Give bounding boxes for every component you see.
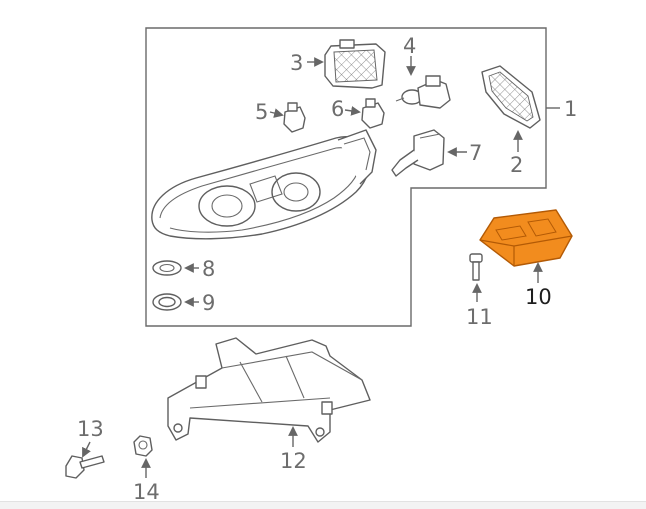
bulb-socket-part: [395, 75, 451, 109]
callout-label-2: 2: [510, 153, 523, 177]
callout-label-4: 4: [403, 34, 416, 58]
bulb-part-5: [283, 102, 306, 133]
nut-part-14: [133, 435, 153, 457]
callout-label-9: 9: [202, 291, 215, 315]
bolt-part-11: [469, 253, 483, 281]
grommet-part-9: [152, 293, 182, 311]
headlamp-housing: [151, 129, 377, 240]
callout-label-6: 6: [331, 97, 344, 121]
callout-label-5: 5: [255, 100, 268, 124]
callout-label-14: 14: [133, 480, 160, 504]
callout-label-3: 3: [290, 51, 303, 75]
callout-label-8: 8: [202, 257, 215, 281]
mesh-cover-part: [324, 39, 386, 89]
bulb-part-6: [361, 98, 385, 129]
mesh-grille-part: [481, 65, 541, 129]
hid-bulb-part: [391, 129, 445, 177]
callout-label-1: 1: [564, 97, 577, 121]
mounting-bracket-part: [167, 337, 371, 443]
assembly-frame: [145, 27, 547, 327]
bottom-divider: [0, 501, 646, 509]
callout-label-10: 10: [525, 285, 552, 309]
callout-label-11: 11: [466, 305, 493, 329]
callout-label-12: 12: [280, 449, 307, 473]
control-module-part: [479, 209, 573, 267]
grommet-part-8: [152, 260, 182, 276]
bolt-part-13: [65, 455, 105, 479]
callout-label-7: 7: [469, 141, 482, 165]
callout-label-13: 13: [77, 417, 104, 441]
